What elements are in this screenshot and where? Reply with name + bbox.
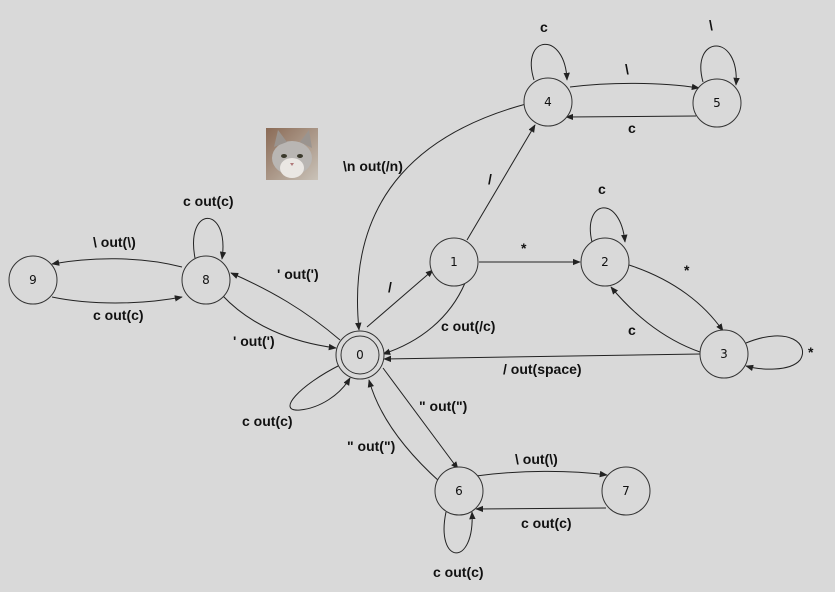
edge-label-2-3: * xyxy=(684,262,690,278)
edge-6-7 xyxy=(475,470,608,478)
edge-5-4 xyxy=(565,113,697,121)
edge-label-4-0: \n out(/n) xyxy=(343,158,403,174)
loop-2 xyxy=(589,207,628,243)
edge-label-8-loop: c out(c) xyxy=(183,193,234,209)
loop-3 xyxy=(745,335,803,372)
state-8[interactable]: 8 xyxy=(181,255,231,305)
edge-label-4-loop: c xyxy=(540,19,548,35)
loop-5 xyxy=(700,45,740,86)
edge-8-0 xyxy=(221,294,337,351)
edge-label-3-2: c xyxy=(628,322,636,338)
edge-label-5-4: c xyxy=(628,120,636,136)
edge-label-1-4: / xyxy=(488,171,492,187)
edge-label-7-6: c out(c) xyxy=(521,515,572,531)
edge-1-0 xyxy=(382,282,466,355)
state-2[interactable]: 2 xyxy=(580,237,630,287)
state-0-label: 0 xyxy=(356,348,364,362)
edge-label-0-1: / xyxy=(388,279,392,295)
edges xyxy=(51,43,803,554)
edge-label-9-8: c out(c) xyxy=(93,307,144,323)
state-1-label: 1 xyxy=(450,255,458,269)
edge-1-4 xyxy=(466,124,536,241)
edge-3-2 xyxy=(610,286,701,353)
loop-0 xyxy=(289,364,351,411)
edge-label-3-0: / out(space) xyxy=(503,361,582,377)
state-9[interactable]: 9 xyxy=(8,255,58,305)
edge-label-1-2: * xyxy=(521,240,527,256)
state-5-label: 5 xyxy=(713,96,721,110)
state-7[interactable]: 7 xyxy=(601,466,651,516)
edge-0-1 xyxy=(366,269,434,328)
edge-2-3 xyxy=(628,264,724,332)
edge-label-0-6: " out(") xyxy=(419,398,467,414)
edge-label-6-0: " out(") xyxy=(347,438,395,454)
nodes: 0 1 2 3 4 5 6 7 xyxy=(8,77,749,516)
state-0[interactable]: 0 xyxy=(335,330,385,380)
edge-label-8-9: \ out(\) xyxy=(93,234,136,250)
edge-label-1-0: c out(/c) xyxy=(441,318,495,334)
state-3-label: 3 xyxy=(720,347,728,361)
state-2-label: 2 xyxy=(601,255,609,269)
edge-label-0-loop: c out(c) xyxy=(242,413,293,429)
edge-7-6 xyxy=(475,505,607,513)
loop-6 xyxy=(443,511,476,554)
edge-0-8 xyxy=(230,272,341,341)
edge-3-0 xyxy=(383,353,701,363)
loop-8 xyxy=(193,218,227,260)
edge-label-3-loop: * xyxy=(808,344,814,360)
edge-label-6-loop: c out(c) xyxy=(433,564,484,580)
state-4[interactable]: 4 xyxy=(523,77,573,127)
edge-label-8-0: ' out(') xyxy=(233,333,275,349)
edge-labels: / c out(/c) * / c * c * / out(space) c \… xyxy=(93,17,814,580)
state-9-label: 9 xyxy=(29,273,37,287)
edge-label-6-7: \ out(\) xyxy=(515,451,558,467)
state-8-label: 8 xyxy=(202,273,210,287)
state-5[interactable]: 5 xyxy=(692,78,742,128)
state-3[interactable]: 3 xyxy=(699,329,749,379)
state-6[interactable]: 6 xyxy=(434,466,484,516)
edge-label-2-loop: c xyxy=(598,181,606,197)
edge-label-5-loop: \ xyxy=(709,17,713,33)
edge-label-0-8: ' out(') xyxy=(277,266,319,282)
edge-6-0 xyxy=(367,379,441,483)
edge-4-5 xyxy=(569,82,700,91)
edge-9-8 xyxy=(51,295,183,304)
state-6-label: 6 xyxy=(455,484,463,498)
state-4-label: 4 xyxy=(544,95,552,109)
cat-photo xyxy=(266,128,318,180)
loop-4 xyxy=(530,43,570,81)
edge-0-6 xyxy=(382,367,459,470)
state-1[interactable]: 1 xyxy=(429,237,479,287)
edge-label-4-5: \ xyxy=(625,61,629,77)
edge-8-9 xyxy=(51,258,183,268)
edge-4-0 xyxy=(355,103,527,331)
state-7-label: 7 xyxy=(622,484,630,498)
